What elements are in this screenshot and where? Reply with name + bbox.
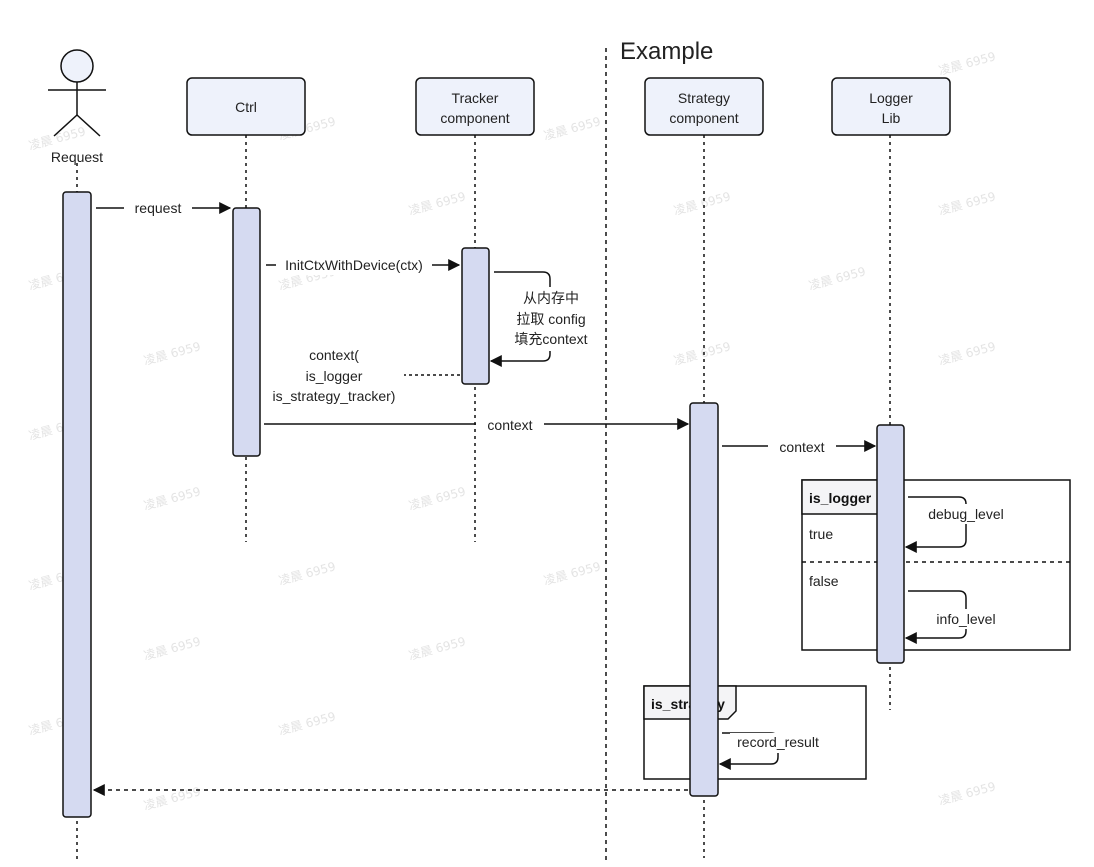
message-self-tracker: 从内存中 拉取 config 填充context [489, 271, 592, 367]
message-label: request [135, 200, 182, 216]
participant-box [644, 77, 764, 136]
watermark: 凌晨 6959 [542, 559, 602, 588]
activation-logger [876, 424, 905, 664]
watermark: 凌晨 6959 [937, 49, 997, 78]
fragment-guard-true: true [809, 526, 833, 542]
participant-ctrl: Ctrl [186, 77, 306, 136]
actor-left-leg [53, 114, 78, 137]
section-title: Example [620, 38, 713, 65]
participant-logger: Logger Lib [831, 77, 951, 136]
self-note-line3: 填充context [514, 331, 587, 347]
self-note-line1: 从内存中 [523, 290, 579, 306]
watermark: 凌晨 6959 [142, 339, 202, 368]
fragment-guard-false: false [809, 573, 839, 589]
watermark: 凌晨 6959 [407, 634, 467, 663]
self-note-line2: 拉取 config [516, 311, 585, 327]
participant-label: Ctrl [235, 99, 257, 115]
watermark: 凌晨 6959 [407, 484, 467, 513]
participant-label-line1: Logger [869, 90, 913, 106]
participant-label-line2: Lib [882, 110, 901, 126]
participant-tracker: Tracker component [415, 77, 535, 136]
watermark: 凌晨 6959 [277, 709, 337, 738]
activation-ctrl [232, 207, 261, 457]
participant-label-line2: component [440, 110, 509, 126]
participant-box [186, 77, 306, 136]
message-label: debug_level [928, 506, 1004, 522]
label-backdrop [768, 436, 836, 456]
label-backdrop [930, 609, 1004, 629]
label-backdrop [922, 504, 1010, 524]
participant-strategy: Strategy component [644, 77, 764, 136]
actor-right-leg [76, 114, 101, 137]
message-label: info_level [936, 611, 995, 627]
actor-request: Request [48, 49, 106, 165]
message-label: InitCtxWithDevice(ctx) [285, 257, 423, 273]
watermark: 凌晨 6959 [937, 779, 997, 808]
watermark: 凌晨 6959 [142, 784, 202, 813]
watermark: 凌晨 6959 [277, 559, 337, 588]
message-request: request [96, 198, 232, 218]
actor-label: Request [51, 149, 103, 165]
label-backdrop [124, 198, 192, 218]
watermark: 凌晨 6959 [937, 339, 997, 368]
watermark: 凌晨 6959 [142, 634, 202, 663]
activation-request [62, 191, 92, 818]
watermark: 凌晨 6959 [142, 484, 202, 513]
return-label-line1: context( [309, 347, 359, 363]
participant-label-line1: Tracker [452, 90, 499, 106]
message-context-to-strategy: context [264, 414, 690, 434]
participant-label-line2: component [669, 110, 738, 126]
message-label: context [779, 439, 824, 455]
message-record-result: record_result [718, 732, 826, 770]
activation-strategy [689, 402, 719, 797]
label-backdrop [276, 255, 432, 275]
message-init-ctx: InitCtxWithDevice(ctx) [266, 255, 461, 275]
watermark: 凌晨 6959 [672, 339, 732, 368]
return-label-line3: is_strategy_tracker) [273, 388, 396, 404]
participant-box [831, 77, 951, 136]
participant-label-line1: Strategy [678, 90, 730, 106]
watermark: 凌晨 6959 [407, 189, 467, 218]
label-backdrop [730, 733, 826, 753]
return-label-line2: is_logger [306, 368, 363, 384]
message-label: record_result [737, 734, 819, 750]
fragment-tag: is_logger [809, 490, 872, 506]
participant-box [415, 77, 535, 136]
watermark: 凌晨 6959 [672, 189, 732, 218]
actor-head [60, 49, 94, 83]
label-backdrop [510, 287, 592, 351]
message-return-context: context( is_logger is_strategy_tracker) [273, 347, 460, 404]
message-label: context [487, 417, 532, 433]
message-context-to-logger: context [722, 436, 877, 456]
watermark: 凌晨 6959 [542, 114, 602, 143]
label-backdrop [476, 414, 544, 434]
message-info-level: info_level [904, 590, 1004, 644]
message-debug-level: debug_level [904, 496, 1010, 553]
watermark: 凌晨 6959 [937, 189, 997, 218]
activation-tracker [461, 247, 490, 385]
watermark: 凌晨 6959 [807, 264, 867, 293]
